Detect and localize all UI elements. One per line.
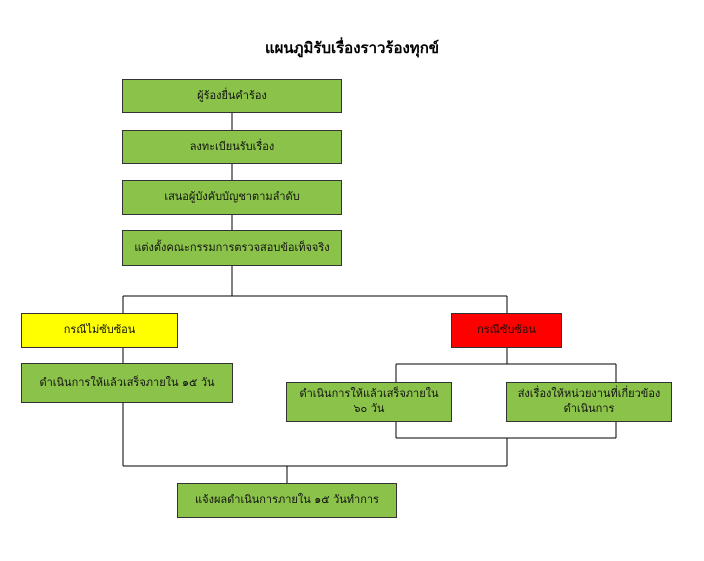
- step-forward-to-agency: ส่งเรื่องให้หน่วยงานที่เกี่ยวข้องดำเนินก…: [506, 382, 672, 422]
- case-not-complex: กรณีไม่ซับซ้อน: [21, 313, 178, 348]
- diagram-title: แผนภูมิรับเรื่องราวร้องทุกข์: [264, 39, 440, 57]
- step-complete-within-15-days: ดำเนินการให้แล้วเสร็จภายใน ๑๕ วัน: [21, 363, 233, 403]
- step-register: ลงทะเบียนรับเรื่อง: [122, 130, 342, 164]
- step-appoint-committee: แต่งตั้งคณะกรรมการตรวจสอบข้อเท็จจริง: [122, 230, 342, 266]
- step-submit-complaint: ผู้ร้องยื่นคำร้อง: [122, 79, 342, 113]
- step-notify-result: แจ้งผลดำเนินการภายใน ๑๕ วันทำการ: [177, 483, 397, 518]
- case-complex: กรณีซับซ้อน: [451, 313, 562, 348]
- step-propose-to-supervisor: เสนอผู้บังคับบัญชาตามลำดับ: [122, 180, 342, 215]
- step-complete-within-60-days: ดำเนินการให้แล้วเสร็จภายใน ๖๐ วัน: [286, 382, 452, 422]
